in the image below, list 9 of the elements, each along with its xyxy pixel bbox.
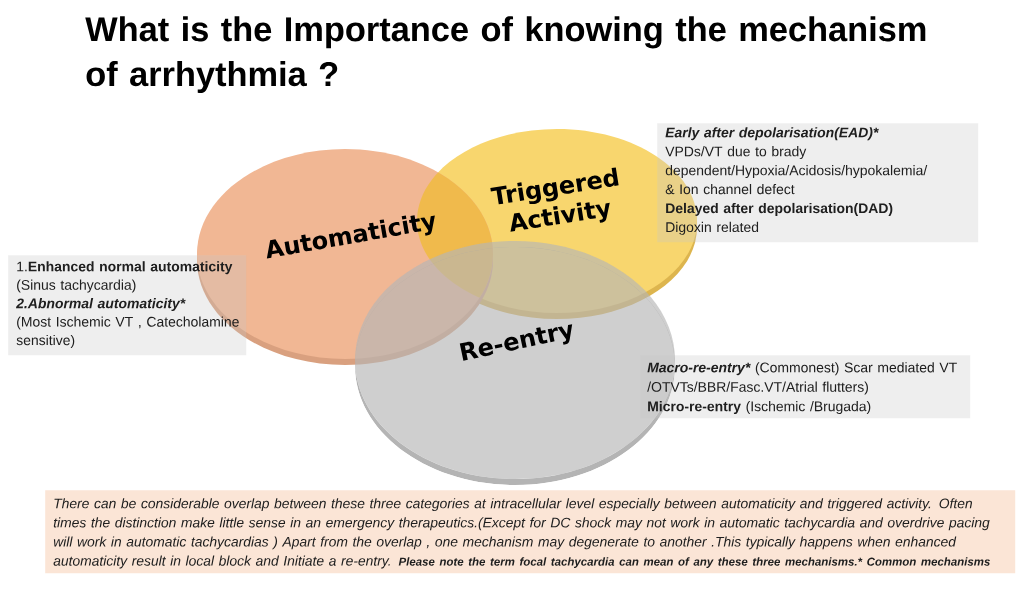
node-label: Micro-re-entry (Ischemic /Brugada) [648, 401, 871, 415]
note-panel: There can be considerable overlap between these three categories at intracellular level especially between automaticity and triggered activity. Often times the distinction make little sense in an emergency therapeutics.(Except for DC shock may not work in automatic tachycardia and overdrive pacing will work in automatic tachycardias ) Apart from the overlap , one mechanism may degenerate to another .This typically happens when enhanced automaticity result in local block and Initiate a re-entry. Please note the term focal tachycardia can mean of any these three mechanisms.* Common mechanisms [45, 490, 1016, 574]
node-label: (Commonest) Scar mediated VT [755, 362, 957, 376]
node-label: /OTVTs/BBR/Fasc.VT/Atrial flutters) [647, 381, 868, 395]
info-panel: Early after depolarisation(EAD)* VPDs/VT due to brady dependent/Hypoxia/Acidosis/hypokalemia/ & Ion channel defect Delayed after depolarisation(DAD) Digoxin related [657, 123, 979, 243]
info-panel: Macro-re-entry* (Commonest) Scar mediated VT /OTVTs/BBR/Fasc.VT/Atrial flutters) Micro-re-entry (Ischemic /Brugada) [640, 355, 971, 419]
info-panel: 1.Enhanced normal automaticity (Sinus tachycardia) 2.Abnormal automaticity* (Most Ischemic VT , Catecholamine sensitive) [8, 255, 247, 356]
node-label: Macro-re-entry* [647, 362, 751, 376]
title: What is the Importance of knowing the mechanism of arrhythmia ? [85, 16, 926, 94]
